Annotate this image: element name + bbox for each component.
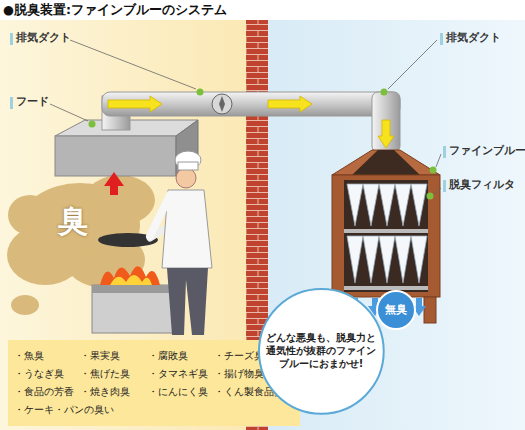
label-marker [10, 33, 446, 192]
leader-line [50, 40, 441, 194]
label-marker [10, 97, 13, 109]
filter-pleat [411, 184, 427, 226]
odor-list-text: ・焼き肉臭 [80, 385, 130, 398]
odor-list-text: ・うなぎ臭 [14, 367, 64, 380]
odor-list-text: ・魚臭 [14, 349, 44, 362]
speech-bubble: どんな悪臭も、脱臭力と通気性が抜群のファインブルーにおまかせ! [258, 288, 385, 415]
part-label: 脱臭フィルタ [449, 178, 515, 192]
deodorizer-unit [344, 180, 428, 292]
deodorizer-unit [332, 175, 440, 297]
exhaust-duct [89, 121, 96, 128]
title: ●脱臭装置:ファインブルーのシステム [3, 2, 227, 19]
odor-cloud: 臭 [48, 198, 98, 243]
exhaust-duct [212, 94, 232, 114]
speech-bubble-text: どんな悪臭も、脱臭力と通気性が抜群のファインブルーにおまかせ! [266, 331, 376, 370]
chef [175, 151, 201, 169]
deodorizer-unit [332, 150, 440, 175]
label-marker [443, 146, 446, 158]
odor-list-text: ・果実臭 [80, 349, 120, 362]
leader-line [436, 154, 441, 167]
odor-list: ・魚臭・うなぎ臭・食品の芳香・ケーキ・パンの臭い ・果実臭・焦げた臭・焼き肉臭 ・腐… [8, 340, 300, 426]
exhaust-duct [89, 89, 401, 153]
filter-pleat [379, 184, 395, 226]
odorless-badge: 無臭 [376, 290, 416, 330]
flow-arrow [378, 120, 394, 148]
odorless-badge-outline [377, 291, 415, 329]
part-label: ファインブルー [449, 144, 525, 158]
hood [55, 136, 176, 176]
deodorizer-unit [427, 193, 434, 200]
label-marker [443, 180, 446, 192]
heat-arrow [104, 172, 124, 195]
flow-arrow [108, 96, 394, 148]
odorless-badge-text: 無臭 [385, 303, 407, 317]
leader-line [434, 188, 441, 194]
smoke-cloud [11, 295, 39, 315]
deodorizer-unit [424, 297, 436, 323]
exhaust-duct [219, 96, 225, 112]
filter-pleat [363, 184, 379, 226]
leader-line [50, 104, 88, 121]
filter-pleat [411, 236, 427, 283]
odor-list-text: ・腐敗臭 [148, 349, 188, 362]
odor-list-text: ・タマネギ臭 [148, 367, 208, 380]
chef [167, 268, 208, 335]
background [0, 20, 525, 430]
label-marker [440, 33, 443, 45]
stove [92, 285, 176, 293]
exhaust-duct [102, 92, 400, 116]
filter-pleat [347, 184, 363, 226]
chef [150, 195, 170, 236]
flow-arrow [268, 96, 312, 112]
odor-list-text: ・焦げた臭 [80, 367, 130, 380]
odor-list-text: ・揚げ物臭 [214, 367, 264, 380]
chef [98, 151, 212, 335]
odor-cloud-text: 臭 [58, 201, 88, 240]
hood [176, 120, 198, 176]
deodorizer-unit [344, 286, 428, 290]
speech-bubble-outline [259, 289, 384, 414]
stove [92, 285, 176, 333]
odor-list-text: ・チーズ臭 [214, 349, 264, 362]
deodorizer-unit [430, 167, 437, 174]
filter-pleat [363, 236, 379, 283]
chef [178, 162, 198, 170]
part-label: 排気ダクト [446, 31, 501, 45]
filter-pleat [395, 236, 411, 283]
deodorizer-unit [352, 150, 420, 175]
smoke-cloud [8, 195, 52, 235]
flow-arrow [108, 96, 162, 112]
filter-pleat [347, 236, 363, 283]
stove [92, 266, 176, 333]
chef [176, 168, 196, 188]
label-marker [10, 33, 13, 45]
leader-line [388, 40, 437, 89]
exhaust-duct [372, 92, 400, 152]
part-label: 排気ダクト [16, 31, 71, 45]
list-panel [8, 340, 300, 426]
filter-pleat [395, 184, 411, 226]
odor-list-text: ・ケーキ・パンの臭い [14, 403, 114, 416]
exhaust-duct [381, 89, 388, 96]
list-panel [8, 340, 300, 426]
deodorizer-unit [344, 229, 428, 233]
filter-pleat [379, 236, 395, 283]
odor-list-text: ・食品の芳香 [14, 385, 74, 398]
part-label: フード [16, 95, 49, 109]
filter-pleat [347, 184, 427, 283]
stove [100, 266, 160, 285]
exhaust-duct [197, 89, 204, 96]
leader-line [70, 40, 196, 89]
stove [110, 275, 152, 285]
odor-list-text: ・にんにく臭 [148, 385, 208, 398]
